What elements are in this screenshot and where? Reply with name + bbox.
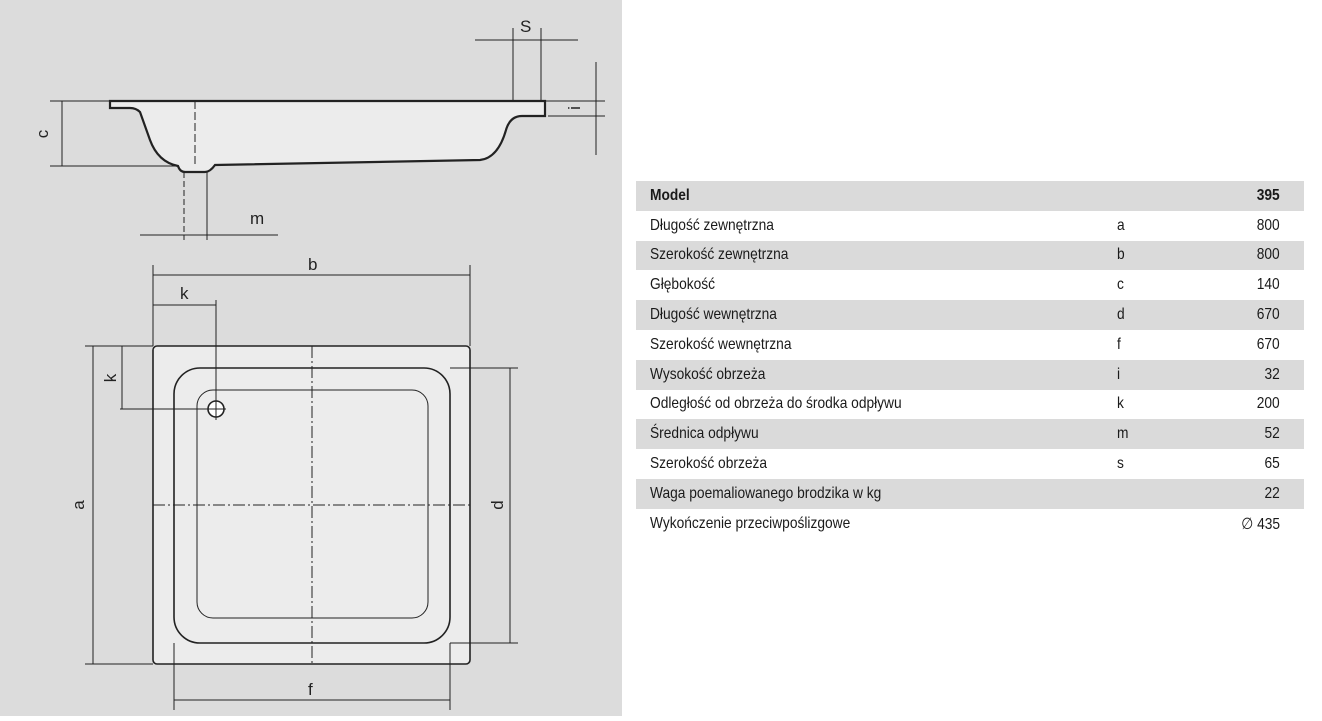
row-name: Szerokość obrzeża bbox=[650, 455, 768, 473]
row-value: 140 bbox=[1257, 276, 1280, 294]
row-value: 800 bbox=[1257, 216, 1280, 234]
row-value: 32 bbox=[1264, 365, 1280, 383]
row-symbol: f bbox=[1116, 335, 1121, 353]
label-c: c bbox=[33, 129, 52, 138]
label-b: b bbox=[308, 255, 317, 274]
row-name: Długość zewnętrzna bbox=[650, 216, 774, 234]
row-name: Długość wewnętrzna bbox=[650, 306, 777, 324]
table-row: Długość wewnętrzna d 670 bbox=[636, 300, 1304, 330]
table-row: Szerokość obrzeża s 65 bbox=[636, 449, 1304, 479]
row-name: Waga poemaliowanego brodzika w kg bbox=[650, 484, 882, 502]
table-row: Głębokość c 140 bbox=[636, 270, 1304, 301]
table-row: Odległość od obrzeża do środka odpływu k 2… bbox=[636, 389, 1304, 420]
label-s: S bbox=[520, 17, 531, 36]
row-value: 65 bbox=[1264, 455, 1280, 473]
side-view-tray bbox=[108, 99, 547, 174]
row-value: 800 bbox=[1257, 246, 1280, 264]
row-symbol: b bbox=[1116, 246, 1125, 264]
table-row: Długość zewnętrzna a 800 bbox=[636, 210, 1304, 241]
shower-tray-diagram: S m c i b k k a d f bbox=[33, 17, 605, 710]
row-symbol: c bbox=[1116, 276, 1124, 294]
label-d: d bbox=[488, 500, 507, 509]
technical-drawing: S m c i b k k a d f bbox=[0, 0, 622, 716]
table-row: Szerokość zewnętrzna b 800 bbox=[636, 240, 1304, 271]
row-value: 670 bbox=[1257, 335, 1280, 353]
table-row: Średnica odpływu m 52 bbox=[636, 419, 1304, 450]
table-header: Model 395 bbox=[636, 181, 1304, 211]
label-k-side: k bbox=[101, 373, 120, 382]
row-symbol: s bbox=[1116, 455, 1124, 473]
row-value: ∅ 435 bbox=[1241, 515, 1280, 533]
label-f: f bbox=[308, 680, 313, 699]
label-a: a bbox=[69, 500, 88, 510]
row-value: 200 bbox=[1257, 395, 1280, 413]
row-value: 52 bbox=[1264, 425, 1280, 443]
row-name: Głębokość bbox=[650, 276, 716, 294]
row-name: Średnica odpływu bbox=[650, 425, 759, 443]
table-row: Szerokość wewnętrzna f 670 bbox=[636, 329, 1304, 360]
label-m: m bbox=[250, 209, 264, 228]
table-row: Waga poemaliowanego brodzika w kg 22 bbox=[636, 478, 1304, 509]
row-symbol: k bbox=[1116, 395, 1124, 413]
row-symbol: i bbox=[1116, 365, 1120, 383]
table-row: Wykończenie przeciwpoślizgowe ∅ 435 bbox=[636, 508, 1304, 539]
row-symbol: m bbox=[1116, 425, 1129, 443]
header-model-value: 395 bbox=[1257, 186, 1280, 204]
row-name: Szerokość wewnętrzna bbox=[650, 335, 792, 353]
row-name: Szerokość zewnętrzna bbox=[650, 246, 789, 264]
header-model-label: Model bbox=[650, 186, 690, 204]
row-name: Wykończenie przeciwpoślizgowe bbox=[650, 514, 851, 532]
row-value: 670 bbox=[1257, 306, 1280, 324]
table-row: Wysokość obrzeża i 32 bbox=[636, 359, 1304, 390]
row-name: Wysokość obrzeża bbox=[650, 365, 766, 383]
row-symbol: d bbox=[1116, 306, 1125, 324]
row-name: Odległość od obrzeża do środka odpływu bbox=[650, 395, 902, 413]
row-symbol: a bbox=[1116, 216, 1125, 234]
label-i: i bbox=[565, 106, 584, 110]
row-value: 22 bbox=[1264, 484, 1280, 502]
label-k-top: k bbox=[180, 284, 189, 303]
